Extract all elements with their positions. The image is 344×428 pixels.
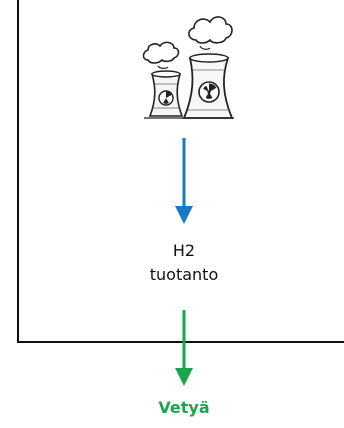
input-arrow xyxy=(175,138,193,224)
process-subtitle: tuotanto xyxy=(149,265,219,284)
output-label: Vetyä xyxy=(158,398,210,417)
process-frame xyxy=(17,0,344,343)
process-title: H2 xyxy=(172,241,196,260)
output-arrow xyxy=(175,310,193,386)
nuclear-power-plant-icon xyxy=(142,16,234,119)
